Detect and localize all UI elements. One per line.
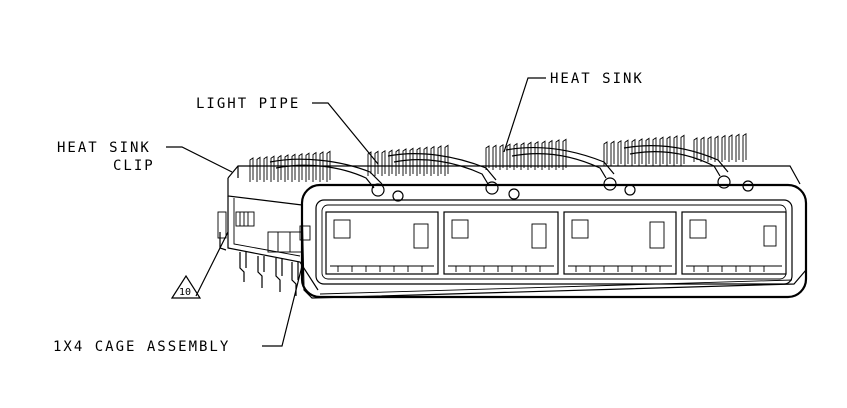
heat-sink-fin — [680, 134, 685, 166]
heat-sink-fin — [319, 151, 324, 182]
leader-lines — [166, 77, 546, 347]
port-4 — [681, 211, 787, 275]
heat-sink-fin — [395, 148, 400, 176]
heat-sink-fin — [444, 144, 449, 176]
heat-sink-fin — [430, 145, 435, 176]
heat-sink-fin — [374, 150, 379, 176]
heat-sink-fin — [714, 135, 719, 162]
heat-sink-fin — [527, 141, 532, 170]
heat-sink-fin — [700, 136, 705, 162]
heat-sink-fin — [735, 133, 740, 162]
heat-sink-fin — [506, 143, 511, 170]
heat-sink-fin — [263, 155, 268, 182]
port-2 — [443, 211, 559, 275]
heat-sink-fin — [298, 152, 303, 182]
heat-sink-fin — [305, 152, 310, 182]
heat-sink-label: HEAT SINK — [550, 71, 644, 87]
heat-sink-fin — [541, 140, 546, 170]
note-flag: 10 — [170, 274, 202, 299]
heat-sink-fin — [624, 139, 629, 166]
port-1 — [325, 211, 439, 275]
heat-sink-fin — [416, 146, 421, 176]
heat-sink-fin — [485, 145, 490, 170]
heat-sink-fin — [437, 145, 442, 176]
heat-sink-fin — [534, 140, 539, 170]
heat-sink-clip-label-line1: HEAT SINK — [57, 140, 151, 156]
light-pipes — [269, 145, 754, 202]
heat-sink-fin — [520, 142, 525, 170]
heat-sink-fin — [673, 135, 678, 166]
heat-sink-fin — [513, 142, 518, 170]
heat-sink-fin — [492, 144, 497, 170]
heat-sink-fins — [249, 132, 747, 182]
cage-assembly-label: 1X4 CAGE ASSEMBLY — [53, 339, 230, 355]
heat-sink-fin — [610, 140, 615, 166]
heat-sink-fin — [638, 138, 643, 166]
heat-sink-fin — [256, 156, 261, 182]
note-flag-number: 10 — [179, 287, 191, 298]
press-fit-pins — [219, 232, 299, 296]
heat-sink-clip-label-line2: CLIP — [113, 158, 155, 174]
heat-sink-fin — [721, 134, 726, 162]
heat-sink-fin — [617, 139, 622, 166]
heat-sink-fin — [326, 150, 331, 182]
heat-sink-fin — [270, 155, 275, 182]
port-3 — [563, 211, 677, 275]
heat-sink-fin — [659, 136, 664, 166]
heat-sink-fin — [603, 141, 608, 166]
light-pipe-label: LIGHT PIPE — [196, 96, 300, 112]
heat-sink-fin — [423, 146, 428, 176]
heat-sink-fin — [555, 139, 560, 170]
heat-sink-fin — [291, 153, 296, 182]
heat-sink-fin — [402, 148, 407, 176]
heat-sink-fin — [284, 154, 289, 182]
heat-sink-fin — [728, 134, 733, 162]
heat-sink-fin — [666, 135, 671, 166]
cage-assembly — [217, 165, 807, 299]
heat-sink-fin — [249, 157, 254, 182]
heat-sink-fin — [707, 135, 712, 162]
heat-sink-fin — [652, 136, 657, 166]
heat-sink-fin — [381, 149, 386, 176]
heat-sink-fin — [277, 154, 282, 182]
heat-sink-fin — [409, 147, 414, 176]
heat-sink-fin — [742, 132, 747, 162]
heat-sink-fin — [499, 143, 504, 170]
front-bezel — [300, 183, 808, 299]
heat-sink-fin — [312, 151, 317, 182]
heat-sink-fin — [388, 149, 393, 176]
